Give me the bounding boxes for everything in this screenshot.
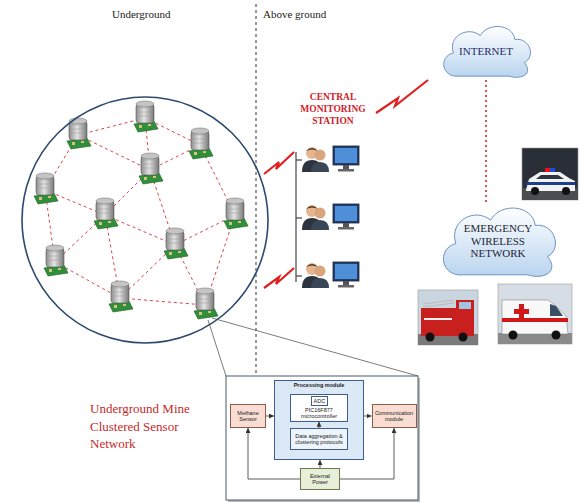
sensor-links [120, 298, 205, 305]
zoom-leader [208, 320, 226, 376]
wireless-bolt [376, 80, 428, 113]
station-bus [296, 152, 302, 282]
node-text: EMERGENCY WIRELESS NETWORK [460, 222, 536, 260]
sensor-box: Methane Sensor [230, 404, 266, 428]
ambulance-photo [509, 331, 518, 340]
gas-sensor [139, 153, 163, 184]
fire-truck-photo [459, 302, 471, 309]
node-text: External Power [303, 473, 337, 486]
cluster-outline [21, 96, 269, 344]
station-bus [295, 152, 296, 282]
node-text: Processing module [294, 382, 345, 388]
sensor-cluster: Underground Mine Clustered Sensor Networ… [21, 96, 269, 344]
connectors [248, 80, 486, 479]
cloud-shape [444, 26, 531, 77]
wireless-bolt [264, 268, 294, 288]
fire-truck-photo [421, 308, 474, 336]
gas-sensor [134, 101, 158, 132]
cluster-outline [22, 97, 268, 343]
operator-workstation [302, 262, 359, 288]
fire-truck-photo [418, 290, 478, 345]
ambulance-photo [502, 318, 568, 322]
sensor-links [45, 118, 235, 305]
wireless-bolt [264, 152, 294, 174]
region-label: Underground [112, 8, 170, 21]
ambulance-photo [550, 304, 563, 316]
ambulance-photo [514, 304, 529, 319]
gas-sensor [34, 101, 248, 319]
fire-truck-photo [456, 300, 474, 312]
gas-sensor [44, 245, 68, 276]
gas-sensor [194, 288, 218, 319]
station-label: CENTRAL MONITORING STATION [296, 92, 370, 128]
fire-truck-photo [424, 318, 452, 320]
police-car-photo [522, 148, 578, 200]
ambulance-photo [498, 284, 572, 344]
police-car-photo [522, 148, 578, 200]
cloud-shape [443, 208, 555, 276]
processing-box: Processing modulePIC16F877 microcontroll… [274, 380, 364, 460]
box-fill [275, 381, 363, 459]
fire-truck-photo [423, 300, 454, 307]
station-bus [296, 217, 302, 218]
sensor-links [78, 135, 150, 170]
police-car-photo [550, 168, 555, 172]
comm-box: Communication module [372, 404, 417, 428]
ambulance-photo [498, 284, 572, 344]
gas-sensor [224, 198, 248, 229]
gas-sensor [189, 128, 213, 159]
zoom-leader [212, 318, 418, 376]
gas-sensor [34, 173, 58, 204]
node-text: Underground Mine Clustered Sensor Networ… [90, 400, 202, 453]
ground-divider [256, 4, 257, 374]
fire-truck-photo [426, 333, 435, 342]
operator-workstation [302, 146, 359, 172]
protocol-box: Data aggregation & clustering protocols [290, 428, 348, 450]
ambulance-photo [552, 331, 561, 340]
fire-truck-photo [459, 333, 468, 342]
zoom-leader [208, 318, 418, 376]
police-car-photo [526, 182, 575, 185]
box-fill [291, 395, 347, 421]
station-bus [296, 159, 302, 160]
gas-sensor [94, 198, 118, 229]
network-cloud: EMERGENCY WIRELESS NETWORK [436, 202, 560, 280]
adc-box: ADC [311, 396, 328, 406]
internet-cloud: INTERNET [438, 22, 534, 80]
station-bus [296, 275, 302, 276]
region-label: Above ground [263, 8, 326, 21]
police-car-photo [545, 168, 550, 172]
wireless-bolt [264, 80, 428, 288]
ground-divider [256, 4, 257, 374]
ambulance-photo [502, 300, 568, 334]
fire-truck-photo [418, 290, 478, 345]
node-text: Methane Sensor [233, 410, 263, 423]
inset-frame [226, 376, 420, 502]
connector [364, 416, 372, 417]
connector [340, 428, 394, 479]
power-box: External Power [300, 468, 340, 490]
connector [266, 416, 274, 417]
controller-box: PIC16F877 microcontroller ADC [290, 394, 348, 422]
connector [485, 80, 487, 202]
police-car-photo [562, 187, 570, 195]
sensor-links [105, 215, 175, 245]
box-fill [275, 381, 363, 459]
gas-sensor [164, 228, 188, 259]
gas-sensor [109, 281, 133, 312]
police-car-photo [531, 187, 539, 195]
operator-workstation [302, 146, 359, 288]
node-text: Communication module [375, 410, 414, 423]
node-text: INTERNET [444, 45, 528, 58]
operator-workstation [302, 204, 359, 230]
inset-frame [226, 376, 418, 500]
connector [320, 460, 321, 468]
node-text: PIC16F877 microcontroller [293, 407, 345, 420]
police-car-photo [536, 175, 564, 179]
node-text: Data aggregation & clustering protocols [293, 433, 345, 446]
node-text: ADC [314, 398, 325, 404]
